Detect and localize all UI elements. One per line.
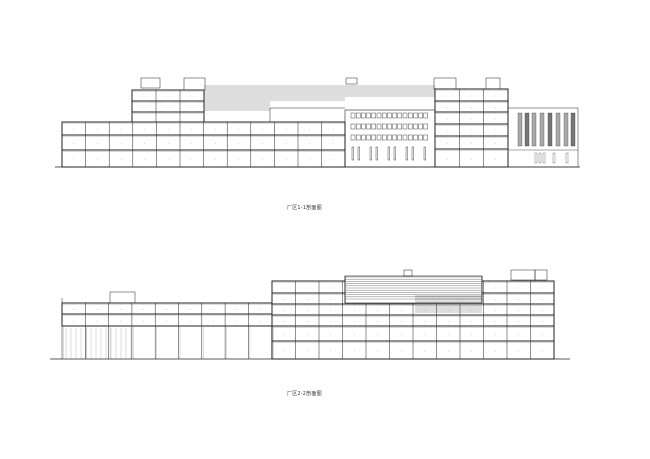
- section-1-1-caption: 厂区1-1剖面图: [287, 205, 322, 211]
- annex-ground-window: [538, 152, 542, 164]
- facade-window: [423, 134, 428, 141]
- roof-void: [344, 275, 483, 304]
- ground-window: [387, 146, 390, 161]
- annex-window-strip: [531, 112, 537, 147]
- facade-window: [402, 123, 408, 130]
- facade-window: [356, 123, 361, 130]
- facade-window: [356, 112, 361, 119]
- annex-ground-window: [552, 152, 556, 164]
- rooftop-box: [534, 269, 548, 281]
- ground-window: [375, 146, 378, 161]
- ground-window: [405, 146, 408, 161]
- facade-window: [366, 123, 371, 130]
- section-1-1-drawing: [55, 77, 580, 168]
- ground-window: [357, 146, 360, 161]
- facade-window: [423, 123, 428, 130]
- rooftop-box: [140, 77, 161, 89]
- section-2-2-caption: 厂区2-2剖面图: [287, 391, 322, 397]
- facade-window: [397, 123, 402, 130]
- left-tower-outline: [131, 89, 205, 123]
- section-2-2-drawing: [50, 269, 570, 360]
- facade-window: [397, 134, 402, 141]
- facade-window: [402, 112, 408, 119]
- rooftop-box: [433, 77, 457, 90]
- rooftop-box: [183, 77, 206, 91]
- facade-window: [350, 112, 356, 119]
- facade-window: [418, 123, 423, 130]
- facade-window: [392, 134, 397, 141]
- facade-window: [382, 123, 387, 130]
- facade-window: [413, 123, 418, 130]
- facade-window: [418, 134, 423, 141]
- annex-window-strip: [539, 112, 545, 147]
- annex-ground-window: [534, 152, 538, 164]
- rooftop-box: [345, 77, 358, 85]
- annex-window-strip: [570, 112, 576, 147]
- facade-window: [397, 112, 402, 119]
- facade-window: [350, 134, 356, 141]
- annex-building: [507, 107, 579, 168]
- facade-window: [361, 123, 366, 130]
- annex-window-strip: [517, 112, 523, 147]
- facade-window: [376, 123, 382, 130]
- facade-window: [413, 112, 418, 119]
- facade-window: [361, 112, 366, 119]
- facade-window: [413, 134, 418, 141]
- ground-window: [393, 146, 396, 161]
- annex-window-strip: [524, 112, 530, 147]
- annex-window-strip: [547, 112, 553, 147]
- facade-window: [408, 112, 413, 119]
- ground-window: [351, 146, 354, 161]
- facade-window: [392, 112, 397, 119]
- ground-window: [369, 146, 372, 161]
- ground-window: [423, 146, 426, 161]
- facade-window: [387, 134, 392, 141]
- facade-window: [366, 112, 371, 119]
- facade-window: [371, 134, 376, 141]
- rooftop-box: [109, 291, 136, 304]
- ground-window: [411, 146, 414, 161]
- rooftop-box: [403, 269, 413, 277]
- facade-window: [418, 112, 423, 119]
- rooftop-box: [510, 269, 536, 281]
- annex-ground-window: [565, 152, 569, 164]
- annex-window-strip: [563, 112, 569, 147]
- facade-window: [371, 123, 376, 130]
- annex-window-strip: [555, 112, 561, 147]
- facade-window: [371, 112, 376, 119]
- rooftop-box: [485, 77, 501, 90]
- facade-window: [402, 134, 408, 141]
- facade-window: [382, 112, 387, 119]
- facade-window: [350, 123, 356, 130]
- facade-window: [387, 123, 392, 130]
- facade-window: [408, 134, 413, 141]
- facade-window: [366, 134, 371, 141]
- facade-window: [408, 123, 413, 130]
- facade-window: [382, 134, 387, 141]
- facade-window: [387, 112, 392, 119]
- facade-window: [392, 123, 397, 130]
- facade-window: [423, 112, 428, 119]
- facade-window: [376, 134, 382, 141]
- facade-window: [361, 134, 366, 141]
- annex-ground-window: [542, 152, 546, 164]
- facade-window: [356, 134, 361, 141]
- facade-window: [376, 112, 382, 119]
- middle-facade: [344, 109, 436, 168]
